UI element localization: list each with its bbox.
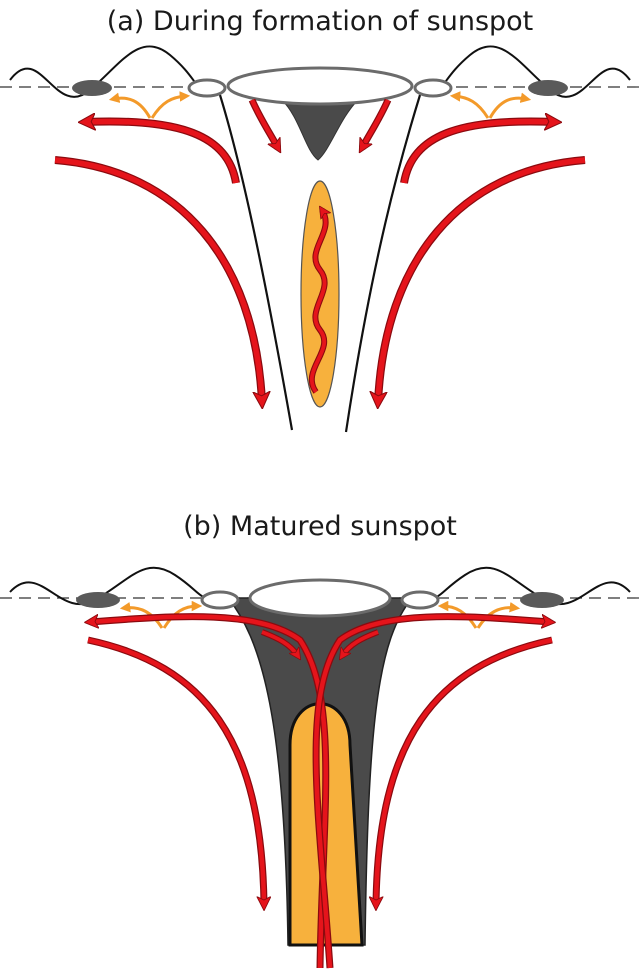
small-pore-right-a bbox=[415, 80, 451, 96]
orange-arrow-a-3 bbox=[490, 98, 527, 118]
granule-left-b bbox=[76, 592, 120, 608]
orange-arrow-a-1 bbox=[113, 98, 150, 118]
orange-arrow-a-4 bbox=[454, 96, 488, 118]
red-downflow-left-b bbox=[88, 640, 264, 905]
red-downflow-right-a bbox=[378, 160, 585, 402]
small-pore-right-b bbox=[402, 592, 438, 608]
red-downflow-left-a bbox=[55, 160, 262, 402]
red-downflow-right-b bbox=[376, 640, 552, 905]
granule-left-a bbox=[72, 80, 112, 96]
orange-arrow-a-2 bbox=[152, 96, 186, 118]
granule-right-a bbox=[528, 80, 568, 96]
pore-ellipse-b bbox=[250, 580, 390, 616]
panel-a bbox=[0, 46, 640, 432]
granule-right-b bbox=[520, 592, 564, 608]
pore-ellipse-a bbox=[228, 68, 412, 104]
small-pore-left-a bbox=[189, 80, 225, 96]
small-pore-left-b bbox=[202, 592, 238, 608]
forming-spot-a bbox=[282, 100, 358, 160]
flux-tube-boundary-left-a bbox=[220, 95, 292, 430]
panel-b bbox=[0, 568, 640, 968]
